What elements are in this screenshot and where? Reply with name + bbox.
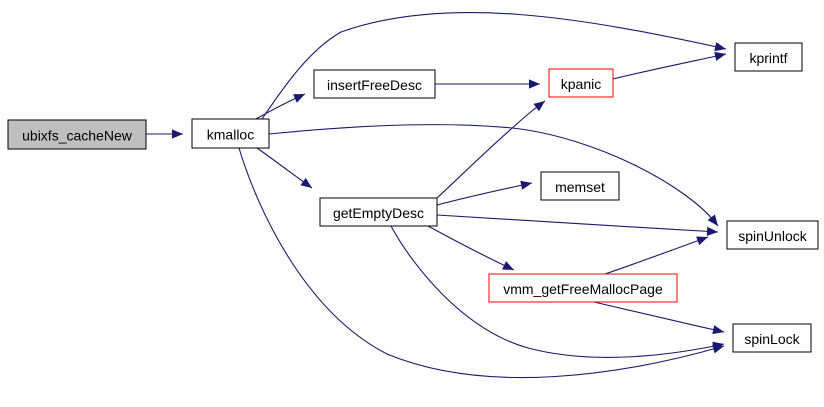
edge-kmalloc-to-spinLock: [238, 147, 725, 379]
node-label-kprintf: kprintf: [749, 50, 787, 66]
node-box-kprintf[interactable]: [734, 42, 803, 72]
edge-kmalloc-to-kprintf: [261, 11, 727, 120]
node-box-memset[interactable]: [540, 171, 620, 201]
edge-getEmptyDesc-to-memset: [436, 182, 533, 206]
node-label-spinLock: spinLock: [744, 331, 800, 347]
arrowhead-kpanic-to-kprintf: [714, 51, 726, 61]
node-box-ubixfs_cacheNew[interactable]: [7, 119, 147, 150]
arrowhead-getEmptyDesc-to-kpanic: [533, 101, 545, 112]
node-kprintf[interactable]: kprintf: [734, 42, 803, 72]
arrowhead-kmalloc-to-insertFreeDesc: [293, 94, 305, 103]
node-label-getEmptyDesc: getEmptyDesc: [333, 205, 424, 221]
node-box-getEmptyDesc[interactable]: [319, 197, 438, 227]
arrowhead-kmalloc-to-getEmptyDesc: [300, 177, 312, 188]
node-insertFreeDesc[interactable]: insertFreeDesc: [313, 69, 436, 99]
arrowhead-getEmptyDesc-to-vmm_getFreeMallocPage: [502, 261, 514, 270]
edge-layer: [146, 11, 727, 379]
node-box-kpanic[interactable]: [548, 68, 614, 98]
arrowhead-kmalloc-to-spinUnlock: [707, 214, 718, 226]
node-spinLock[interactable]: spinLock: [732, 323, 812, 353]
edge-getEmptyDesc-to-spinUnlock: [436, 214, 719, 233]
arrowhead-getEmptyDesc-to-spinUnlock: [706, 226, 718, 236]
edge-getEmptyDesc-to-spinLock: [390, 225, 725, 358]
node-layer: ubixfs_cacheNew kmalloc insertFreeDesc kpan…: [7, 42, 819, 353]
arrowhead-kmalloc-to-kprintf: [714, 42, 726, 52]
arrowhead-ubixfs_cacheNew-to-kmalloc: [172, 129, 183, 139]
node-box-insertFreeDesc[interactable]: [313, 69, 436, 99]
node-box-kmalloc[interactable]: [191, 118, 270, 149]
edge-kpanic-to-kprintf: [612, 53, 727, 80]
arrowhead-vmm_getFreeMallocPage-to-spinLock: [712, 325, 724, 335]
arrowhead-getEmptyDesc-to-memset: [520, 180, 532, 190]
node-getEmptyDesc[interactable]: getEmptyDesc: [319, 197, 438, 227]
edge-getEmptyDesc-to-vmm_getFreeMallocPage: [427, 225, 515, 271]
node-label-insertFreeDesc: insertFreeDesc: [327, 77, 422, 93]
edge-vmm_getFreeMallocPage-to-spinUnlock: [604, 236, 709, 275]
node-vmm_getFreeMallocPage[interactable]: vmm_getFreeMallocPage: [488, 273, 678, 303]
node-box-vmm_getFreeMallocPage[interactable]: [488, 273, 678, 303]
arrowhead-getEmptyDesc-to-spinLock: [712, 341, 724, 351]
edge-vmm_getFreeMallocPage-to-spinLock: [593, 301, 725, 333]
node-label-kpanic: kpanic: [561, 76, 601, 92]
node-box-spinLock[interactable]: [732, 323, 812, 353]
node-kpanic[interactable]: kpanic: [548, 68, 614, 98]
arrowhead-vmm_getFreeMallocPage-to-spinUnlock: [696, 236, 708, 246]
node-box-spinUnlock[interactable]: [726, 220, 819, 250]
node-label-vmm_getFreeMallocPage: vmm_getFreeMallocPage: [503, 281, 663, 297]
node-spinUnlock[interactable]: spinUnlock: [726, 220, 819, 250]
node-memset[interactable]: memset: [540, 171, 620, 201]
node-label-ubixfs_cacheNew: ubixfs_cacheNew: [22, 128, 133, 144]
node-label-kmalloc: kmalloc: [207, 127, 254, 143]
node-ubixfs_cacheNew[interactable]: ubixfs_cacheNew: [7, 119, 147, 150]
node-label-memset: memset: [555, 179, 605, 195]
node-kmalloc[interactable]: kmalloc: [191, 118, 270, 149]
node-label-spinUnlock: spinUnlock: [738, 228, 807, 244]
arrowhead-insertFreeDesc-to-kpanic: [529, 79, 540, 89]
